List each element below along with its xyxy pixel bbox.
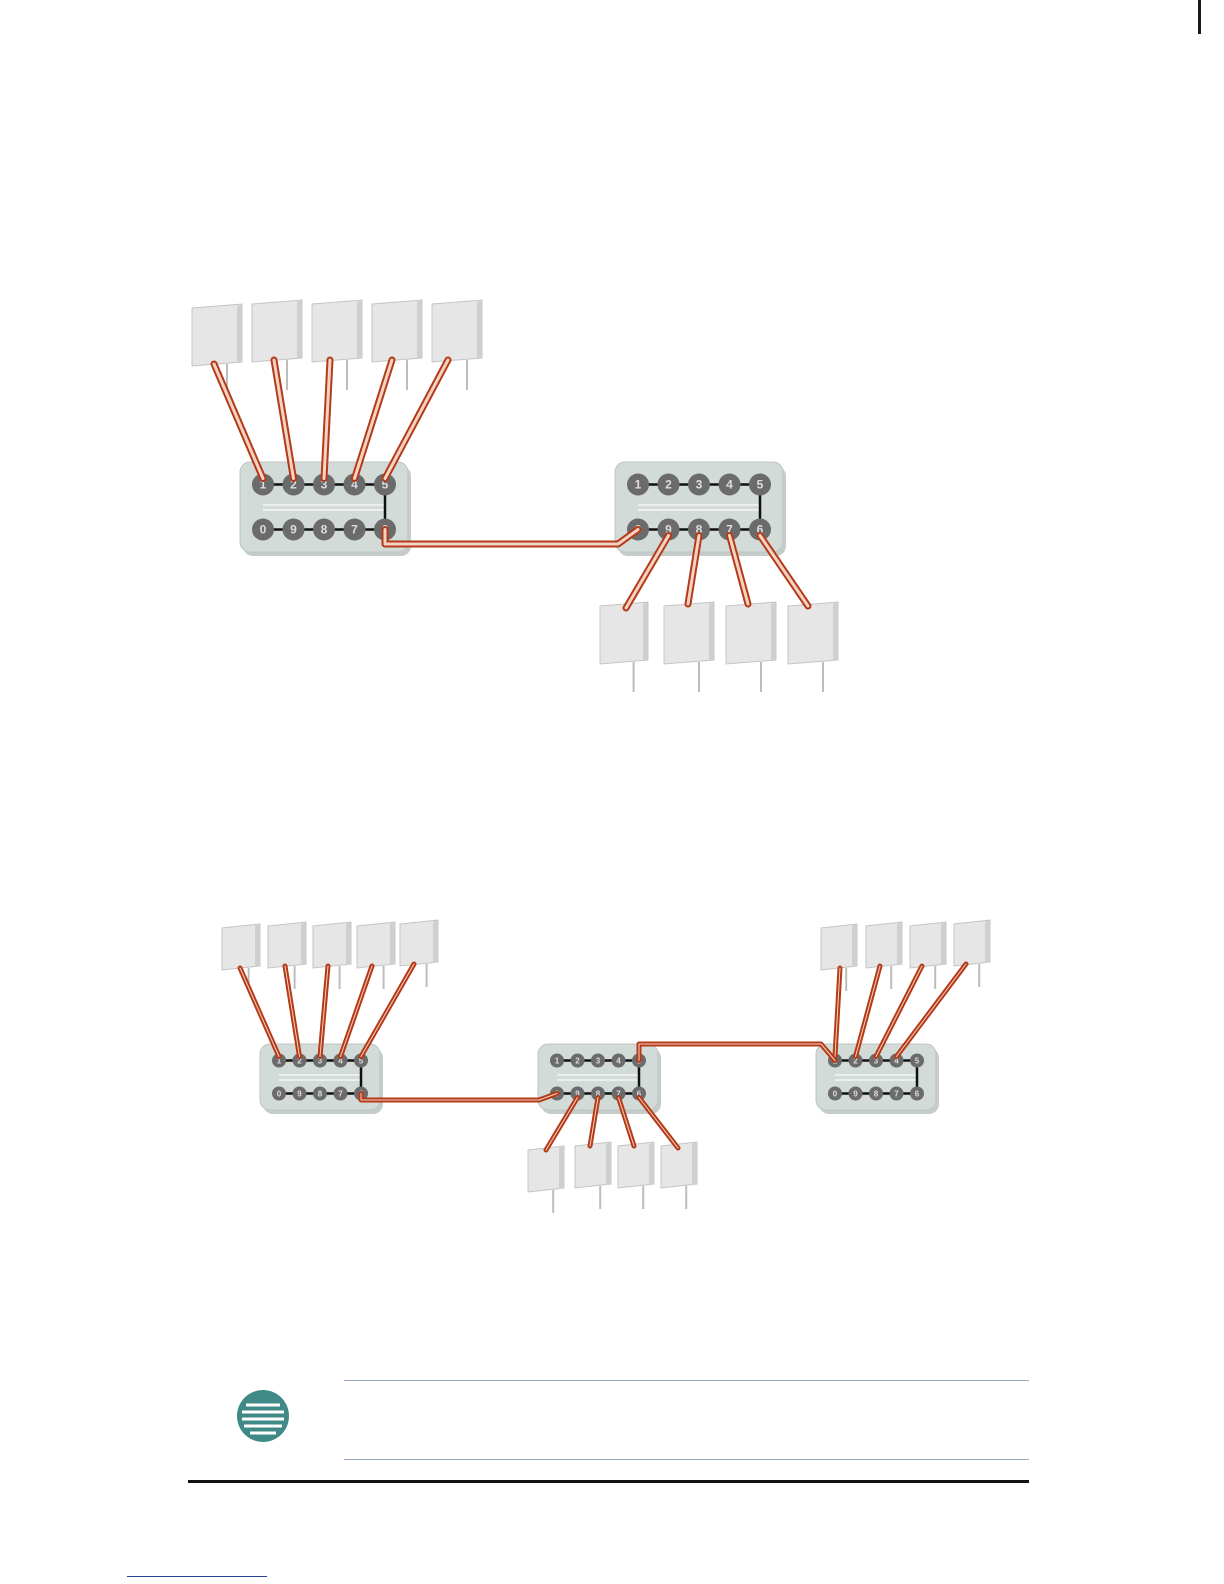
hub-port-label: 2 <box>665 478 672 492</box>
hub-port-label: 2 <box>575 1056 580 1065</box>
note-icon <box>236 1390 292 1446</box>
cascaded-hubs-diagram-two: 12345098761234509876 <box>0 290 1224 710</box>
antenna-panel-icon <box>866 922 902 989</box>
hub-port-label: 5 <box>915 1056 920 1065</box>
hub-port-label: 8 <box>874 1089 879 1098</box>
antenna-panel-icon <box>664 602 714 692</box>
hub-port-label: 3 <box>596 1056 601 1065</box>
hub-port-label: 3 <box>696 478 703 492</box>
antenna-panel-icon <box>575 1142 611 1209</box>
antenna-panel-icon <box>600 602 648 692</box>
footer-link-underline[interactable] <box>127 1576 267 1577</box>
hub-port-label: 4 <box>726 478 733 492</box>
antenna-panel-icon <box>222 924 260 991</box>
hub-port-label: 8 <box>318 1089 323 1098</box>
antenna-panel-icon <box>192 304 242 394</box>
hub-port-label: 0 <box>260 523 267 537</box>
antenna-panel-icon <box>312 300 362 390</box>
antenna-panel-icon <box>372 300 422 390</box>
hub-port-label: 9 <box>297 1089 302 1098</box>
cable-line <box>361 1094 557 1101</box>
hub-port-label: 8 <box>321 523 328 537</box>
cable-line <box>385 530 638 545</box>
hub-port-label: 6 <box>915 1089 920 1098</box>
antenna-panel-icon <box>726 602 776 692</box>
hub-port-label: 7 <box>351 523 358 537</box>
antenna-panel-icon <box>788 602 838 692</box>
hub-port-label: 9 <box>853 1089 858 1098</box>
antenna-panel-icon <box>618 1142 654 1209</box>
hub-port-label: 7 <box>894 1089 899 1098</box>
hub-port-label: 5 <box>757 478 764 492</box>
hub-port-label: 9 <box>290 523 297 537</box>
antenna-panel-icon <box>528 1146 564 1213</box>
hub-port-label: 0 <box>277 1089 282 1098</box>
hub-port-label: 4 <box>616 1056 621 1065</box>
note-box <box>344 1380 1029 1460</box>
antenna-panel-icon <box>661 1142 697 1209</box>
hub-port-label: 0 <box>833 1089 838 1098</box>
antenna-panel-icon <box>357 922 395 989</box>
hub-port-label: 1 <box>555 1056 560 1065</box>
antenna-panel-icon <box>954 920 990 987</box>
cable-line <box>639 1044 835 1061</box>
hub-port-label: 7 <box>338 1089 343 1098</box>
top-margin-rule <box>1198 0 1201 34</box>
antenna-panel-icon <box>313 922 351 989</box>
footer-rule <box>188 1480 1029 1483</box>
hub-port-label: 1 <box>635 478 642 492</box>
